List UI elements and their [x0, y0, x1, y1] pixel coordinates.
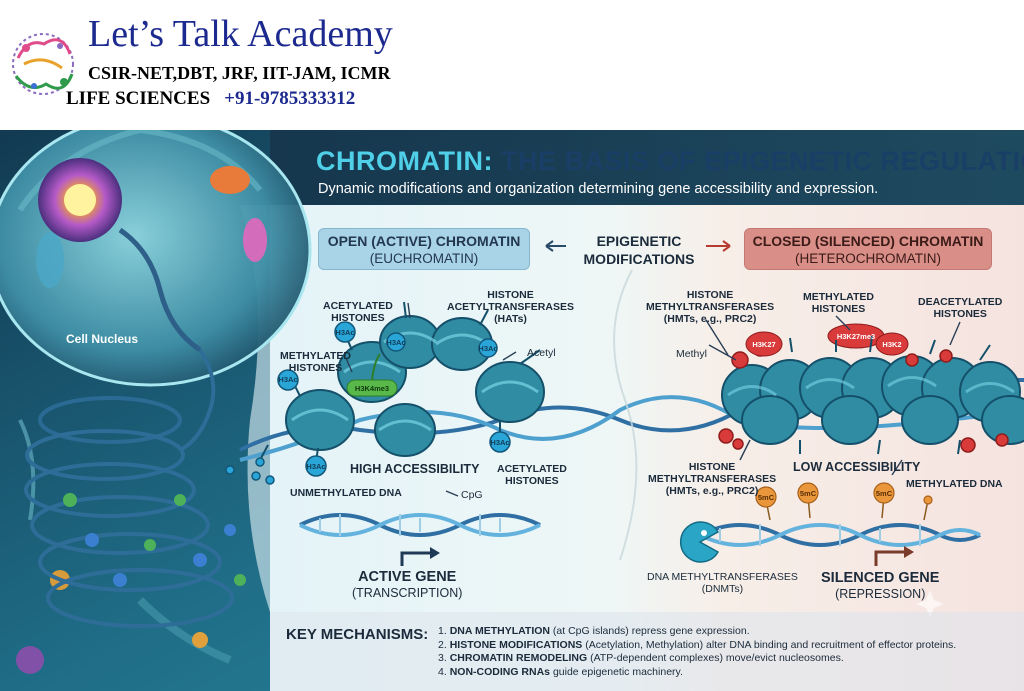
- label-line: (DNMTs): [701, 583, 744, 595]
- label-line: HISTONE: [487, 289, 534, 301]
- academy-header: Let’s Talk Academy CSIR-NET,DBT, JRF, II…: [0, 0, 1024, 130]
- key-item-bold: HISTONE MODIFICATIONS: [449, 638, 583, 651]
- key-item: 4. NON-CODING RNAs guide epigenetic mach…: [438, 666, 956, 680]
- key-item-text: guide epigenetic machinery.: [550, 665, 683, 678]
- key-item: 1. DNA METHYLATION (at CpG islands) repr…: [438, 625, 956, 639]
- chromatin-illustration: [0, 130, 1024, 691]
- key-item: 2. HISTONE MODIFICATIONS (Acetylation, M…: [438, 639, 956, 653]
- h3k27me3-tag: H3K27me3: [836, 332, 876, 341]
- unmethylated-dna-label: UNMETHYLATED DNA: [290, 487, 402, 499]
- academy-title: Let’s Talk Academy: [88, 13, 393, 55]
- h3ac-tag: H3Ac: [490, 438, 510, 447]
- label-line: ACETYLTRANSFERASES: [447, 301, 574, 313]
- label-line: HISTONES: [505, 475, 559, 487]
- low-accessibility-label: LOW ACCESSIBILITY: [793, 460, 921, 474]
- label-line: HISTONES: [288, 362, 343, 374]
- hats-label: HISTONE ACETYLTRANSFERASES (HATs): [447, 289, 574, 325]
- 5mc-tag: 5mC: [757, 493, 775, 502]
- key-item: 3. CHROMATIN REMODELING (ATP-dependent c…: [438, 652, 956, 666]
- 5mc-tag: 5mC: [799, 489, 817, 498]
- key-item-num: 2.: [438, 638, 447, 651]
- key-item-num: 4.: [438, 665, 447, 678]
- life-sciences-label: LIFE SCIENCES: [66, 88, 211, 109]
- label-line: METHYLATED: [280, 350, 351, 362]
- label-line: HISTONES: [331, 312, 385, 324]
- key-item-text: (at CpG islands) repress gene expression…: [550, 625, 750, 637]
- poster-title-prefix: CHROMATIN:: [316, 146, 493, 176]
- academy-logo-icon: [12, 33, 74, 95]
- hmts-bottom-label: HISTONE METHYLTRANSFERASES (HMTs, e.g., …: [648, 461, 776, 497]
- methylated-histones-right-label: METHYLATED HISTONES: [803, 291, 874, 315]
- label-line: HISTONE: [688, 461, 736, 473]
- dnmts-label: DNA METHYLTRANSFERASES (DNMTs): [647, 571, 798, 595]
- key-mechanisms-title: KEY MECHANISMS:: [286, 626, 429, 643]
- poster-title-rest: THE BASIS OF EPIGENETIC REGULATION: [492, 146, 1024, 176]
- epigenetic-line2: MODIFICATIONS: [583, 251, 695, 267]
- methylated-histones-left-label: METHYLATED HISTONES: [280, 350, 351, 374]
- hmts-top-label: HISTONE METHYLTRANSFERASES (HMTs, e.g., …: [646, 289, 774, 325]
- silenced-gene-label: SILENCED GENE (REPRESSION): [821, 570, 939, 602]
- phone-number[interactable]: +91-9785333312: [224, 88, 356, 109]
- label-line: (HATs): [494, 313, 527, 325]
- silenced-gene-title: SILENCED GENE: [821, 570, 940, 586]
- academy-subtitle: CSIR-NET,DBT, JRF, IIT-JAM, ICMR: [88, 63, 391, 83]
- acetylated-histones-top-label: ACETYLATED HISTONES: [323, 300, 393, 324]
- closed-chromatin-title: CLOSED (SILENCED) CHROMATIN: [752, 233, 984, 249]
- academy-contact-line: LIFE SCIENCES +91-9785333312: [66, 88, 355, 110]
- closed-chromatin-box: CLOSED (SILENCED) CHROMATIN (HETEROCHROM…: [744, 228, 992, 270]
- key-item-text: (Acetylation, Methylation) alter DNA bin…: [582, 638, 957, 651]
- key-item-text: (ATP-dependent complexes) move/evict nuc…: [587, 652, 844, 664]
- open-chromatin-sub: (EUCHROMATIN): [369, 251, 479, 266]
- h3k4me3-tag: H3K4me3: [354, 384, 390, 393]
- cpg-label: CpG: [461, 489, 483, 501]
- high-accessibility-label: HIGH ACCESSIBILITY: [350, 462, 480, 476]
- 5mc-tag: 5mC: [875, 489, 893, 498]
- silenced-gene-sub: (REPRESSION): [835, 587, 926, 601]
- poster-title: CHROMATIN: THE BASIS OF EPIGENETIC REGUL…: [316, 146, 1024, 177]
- key-item-bold: NON-CODING RNAs: [449, 665, 551, 678]
- label-line: HISTONES: [811, 303, 866, 315]
- epigenetic-line1: EPIGENETIC: [596, 233, 682, 249]
- poster-subtitle: Dynamic modifications and organization d…: [318, 181, 879, 197]
- deacetylated-histones-label: DEACETYLATED HISTONES: [918, 296, 1002, 320]
- key-item-num: 3.: [438, 652, 447, 664]
- key-item-num: 1.: [438, 625, 447, 637]
- label-line: ACETYLATED: [497, 463, 567, 475]
- label-line: METHYLTRANSFERASES: [646, 301, 775, 313]
- methyl-label: Methyl: [676, 348, 707, 360]
- active-gene-label: ACTIVE GENE (TRANSCRIPTION): [352, 569, 462, 601]
- h3ac-tag: H3Ac: [278, 375, 298, 384]
- cell-nucleus-label: Cell Nucleus: [66, 332, 139, 346]
- methylated-dna-label: METHYLATED DNA: [906, 478, 1003, 490]
- open-chromatin-box: OPEN (ACTIVE) CHROMATIN (EUCHROMATIN): [318, 228, 530, 270]
- label-line: DNA METHYLTRANSFERASES: [647, 571, 798, 583]
- h3ac-tag: H3Ac: [386, 338, 406, 347]
- open-chromatin-title: OPEN (ACTIVE) CHROMATIN: [327, 233, 521, 249]
- h3k27-tag: H3K27: [752, 340, 776, 349]
- h3k2-tag: H3K2: [882, 340, 902, 349]
- key-item-bold: DNA METHYLATION: [449, 625, 551, 637]
- epigenetic-modifications-label: EPIGENETIC MODIFICATIONS: [574, 232, 704, 268]
- acetylated-histones-bottom-label: ACETYLATED HISTONES: [497, 463, 567, 487]
- label-line: HISTONES: [933, 308, 987, 320]
- h3ac-tag: H3Ac: [335, 328, 355, 337]
- label-line: (HMTs, e.g., PRC2): [663, 313, 757, 325]
- label-line: HISTONE: [686, 289, 734, 301]
- h3ac-tag: H3Ac: [306, 462, 326, 471]
- label-line: (HMTs, e.g., PRC2): [665, 485, 759, 497]
- label-line: METHYLTRANSFERASES: [648, 473, 777, 485]
- active-gene-title: ACTIVE GENE: [358, 569, 457, 585]
- acetyl-label: Acetyl: [527, 347, 556, 359]
- label-line: METHYLATED: [803, 291, 874, 303]
- label-line: DEACETYLATED: [918, 296, 1003, 308]
- key-mechanisms-panel: [270, 612, 1024, 691]
- active-gene-sub: (TRANSCRIPTION): [352, 586, 463, 600]
- key-item-bold: CHROMATIN REMODELING: [449, 652, 588, 664]
- key-mechanisms-list: 1. DNA METHYLATION (at CpG islands) repr…: [438, 625, 956, 679]
- h3ac-tag: H3Ac: [478, 344, 498, 353]
- label-line: ACETYLATED: [323, 300, 393, 312]
- closed-chromatin-sub: (HETEROCHROMATIN): [795, 251, 941, 266]
